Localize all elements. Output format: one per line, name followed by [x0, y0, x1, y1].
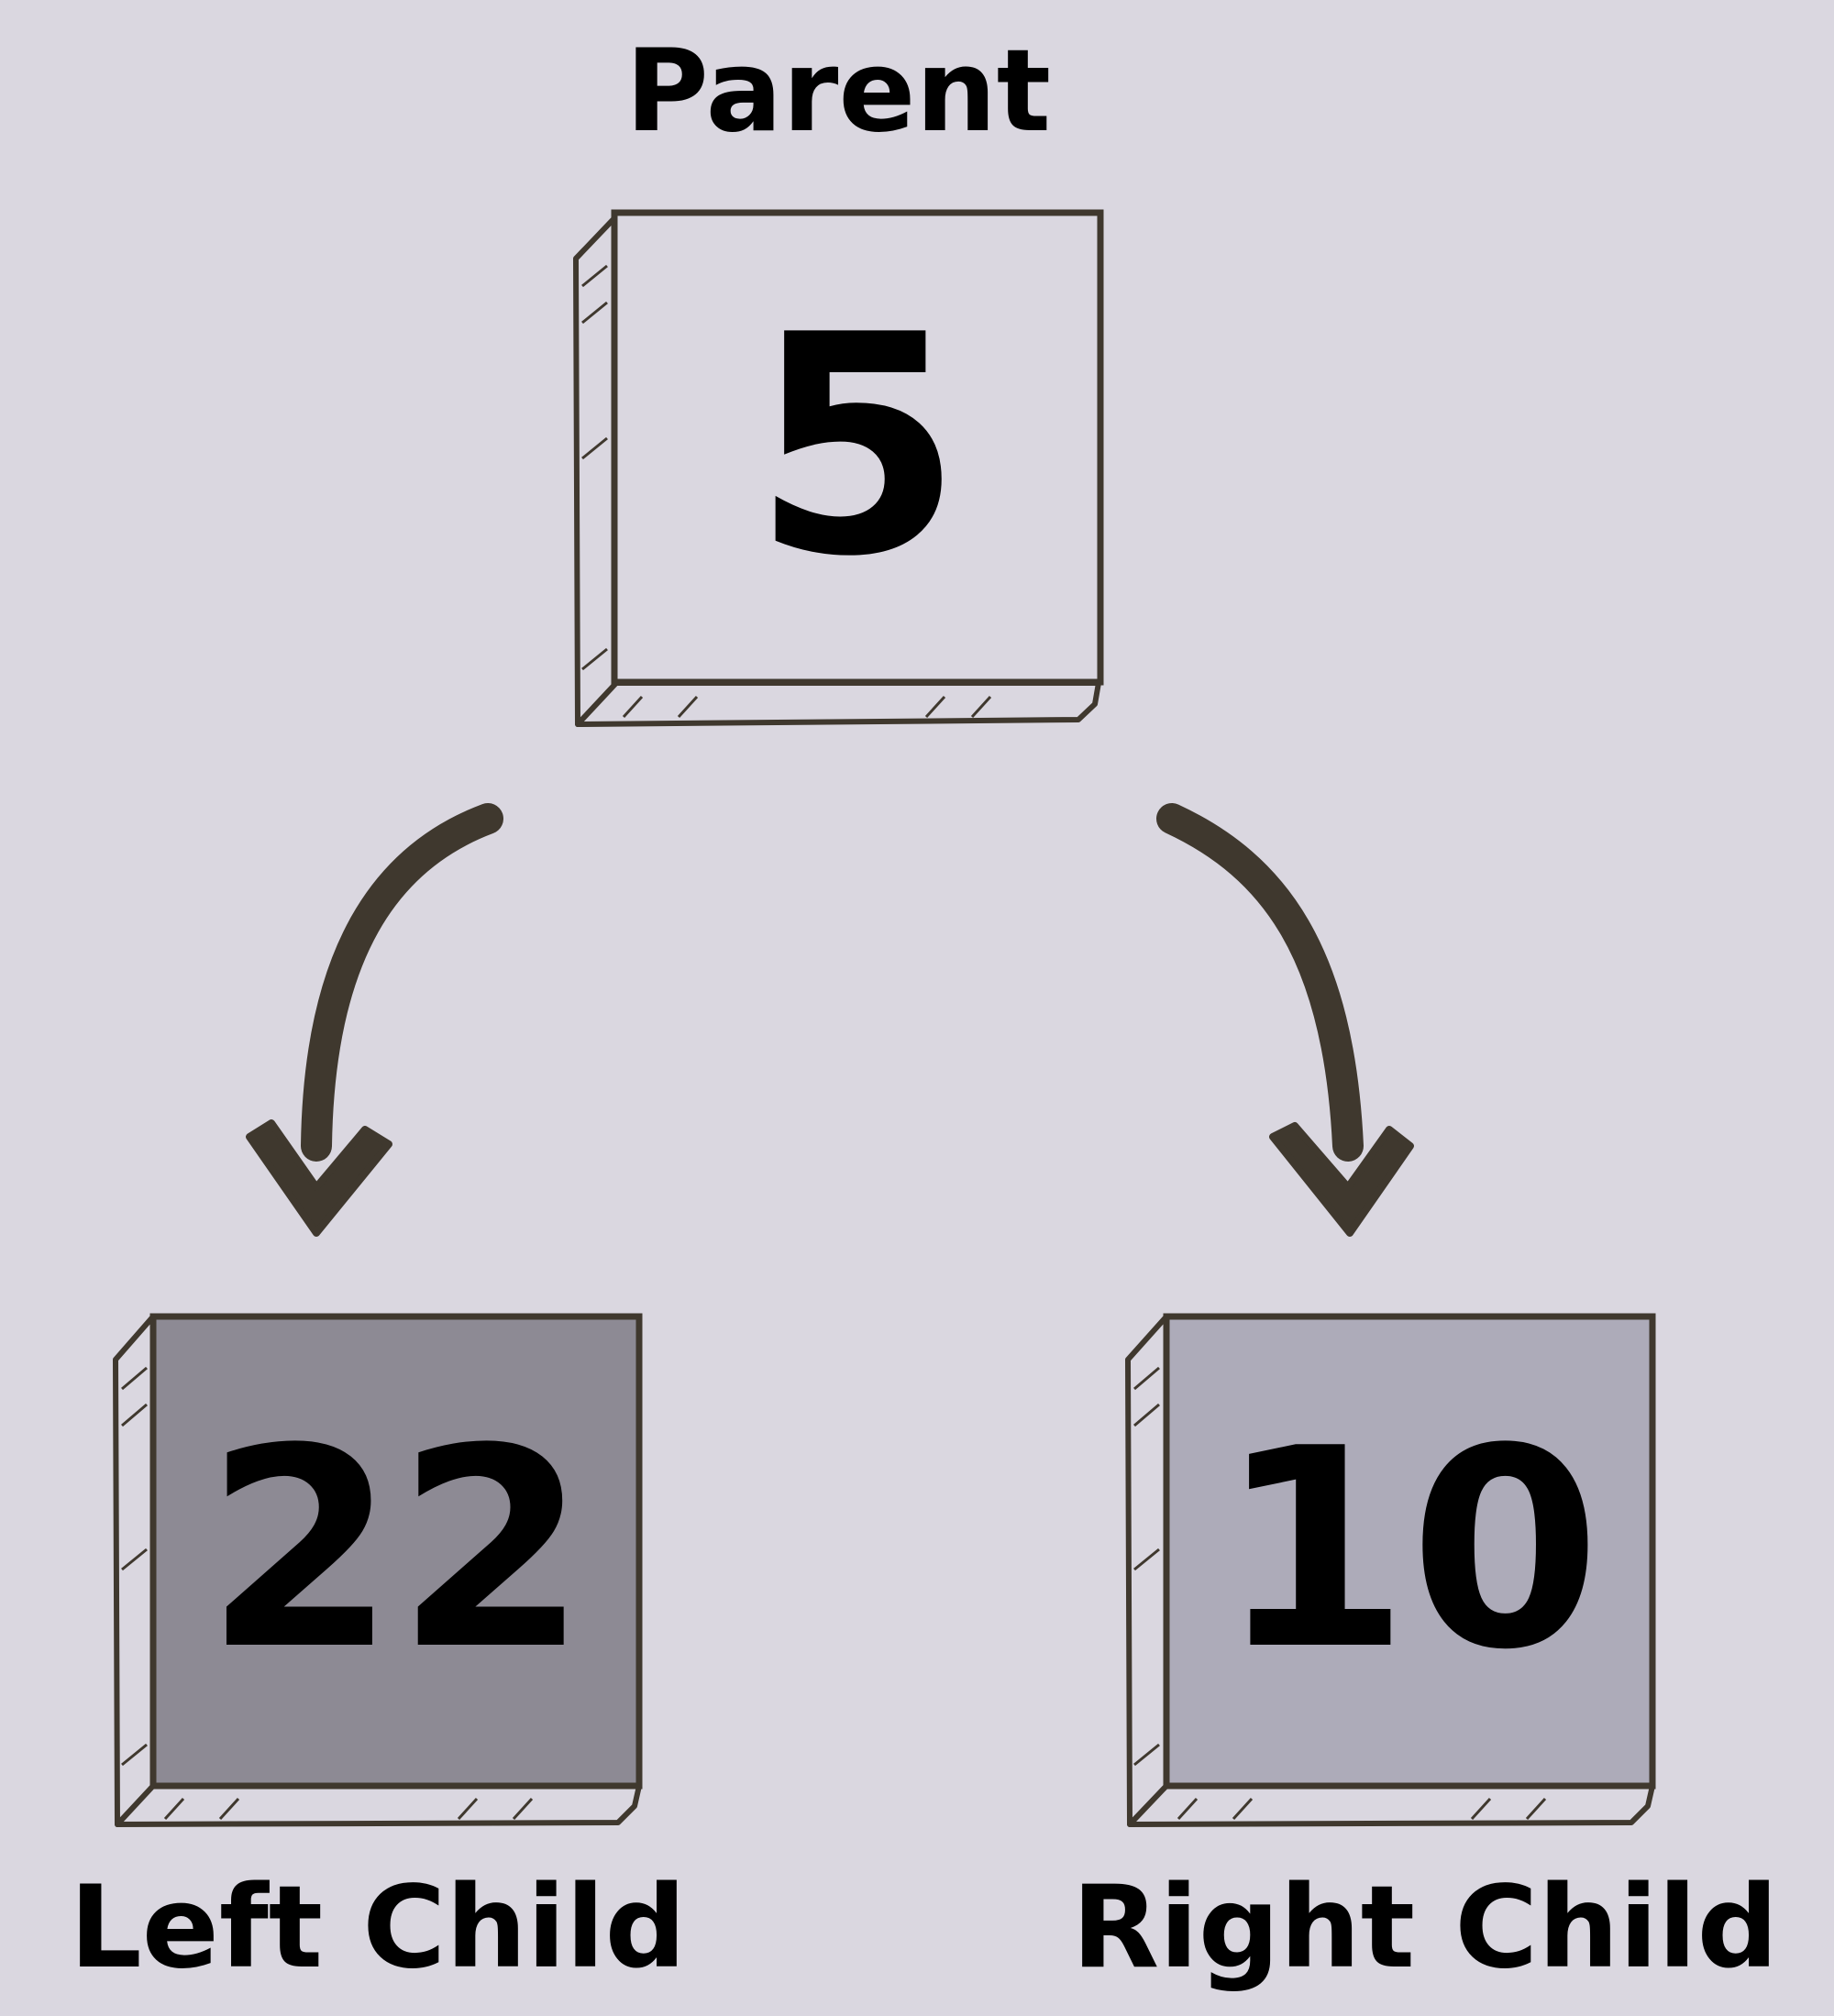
- left-child-label: Left Child: [69, 1862, 687, 1994]
- left-child-node-value: 22: [204, 1390, 588, 1710]
- left-arrow-head: [246, 1119, 392, 1237]
- right-arrow-shaft: [1156, 803, 1364, 1162]
- right-child-node-bottom: [1127, 1783, 1655, 1827]
- left-child-node-box: [113, 1313, 643, 1827]
- right-arrow-head: [1269, 1122, 1414, 1237]
- parent-node-face: [611, 209, 1104, 686]
- left-child-node-side: [113, 1314, 156, 1827]
- right-child-node-face: [1163, 1313, 1656, 1790]
- left-child-node-bottom: [115, 1783, 642, 1827]
- right-child-node-box: [1125, 1313, 1656, 1827]
- right-child-label: Right Child: [1071, 1862, 1779, 1994]
- parent-node-value: 5: [752, 270, 963, 622]
- left-child-node-face: [149, 1313, 643, 1790]
- parent-node-side: [573, 215, 619, 727]
- left-arrow: [246, 803, 503, 1237]
- parent-label: Parent: [624, 26, 1052, 158]
- right-child-node-value: 10: [1218, 1390, 1601, 1710]
- left-arrow-shaft: [301, 803, 503, 1162]
- right-child-node-side: [1125, 1314, 1169, 1827]
- parent-node-box: [573, 209, 1104, 727]
- parent-node-bottom: [575, 680, 1101, 727]
- right-arrow: [1156, 803, 1414, 1237]
